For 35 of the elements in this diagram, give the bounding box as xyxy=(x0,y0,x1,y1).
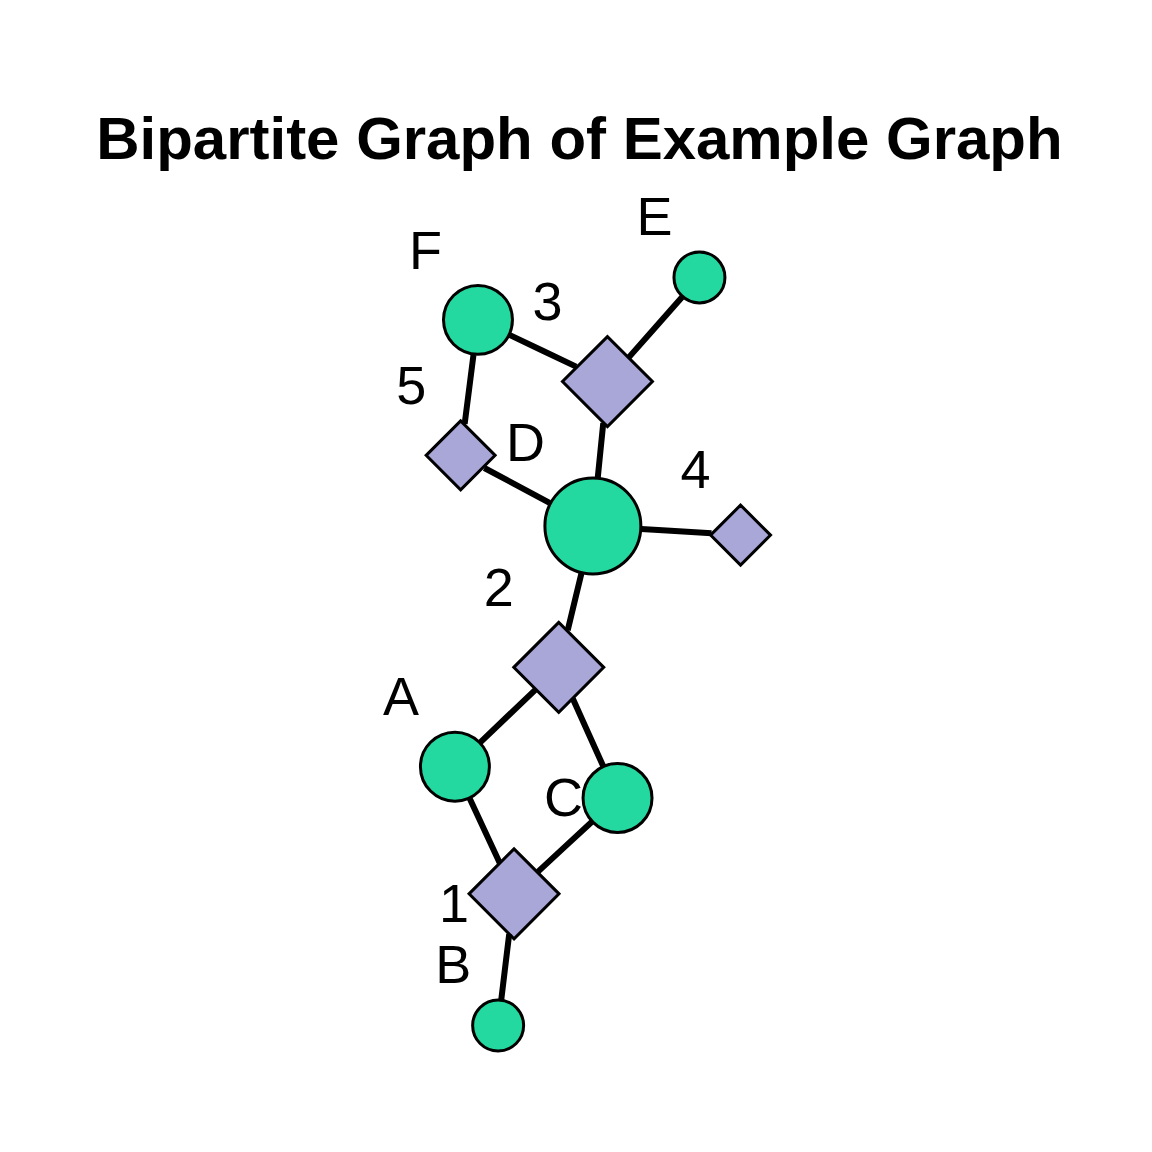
connector xyxy=(641,525,712,536)
node-circle xyxy=(442,283,514,356)
node-diamond xyxy=(466,846,562,941)
connector xyxy=(626,294,685,359)
node-label: D xyxy=(505,411,545,472)
connector xyxy=(477,687,538,745)
node-diamond xyxy=(424,418,498,492)
connector xyxy=(482,464,551,505)
node-label: B xyxy=(435,933,472,994)
node-diamond xyxy=(708,502,773,567)
node-circle xyxy=(672,249,727,304)
node-circle xyxy=(543,475,643,575)
node-label: C xyxy=(544,766,584,827)
node-label: 3 xyxy=(532,270,563,331)
node-diamond xyxy=(560,333,655,429)
connector xyxy=(594,422,607,478)
node-circle xyxy=(418,730,491,803)
node-label: 5 xyxy=(396,354,427,415)
connector xyxy=(508,331,578,369)
node-label: A xyxy=(382,665,419,726)
node-label: E xyxy=(636,185,673,246)
diagram-title: Bipartite Graph of Example Graph xyxy=(96,104,1063,172)
connector xyxy=(564,572,585,631)
connector xyxy=(570,696,607,768)
connector xyxy=(467,796,503,864)
node-circle xyxy=(581,761,654,834)
connector xyxy=(461,354,477,424)
node-label: 1 xyxy=(439,872,470,933)
node-label: F xyxy=(409,219,442,280)
node-diamond xyxy=(511,619,606,714)
node-label: 4 xyxy=(680,438,711,499)
connector xyxy=(536,818,595,874)
node-label: 2 xyxy=(483,556,514,617)
connector xyxy=(498,933,513,1000)
node-circle xyxy=(471,998,526,1052)
